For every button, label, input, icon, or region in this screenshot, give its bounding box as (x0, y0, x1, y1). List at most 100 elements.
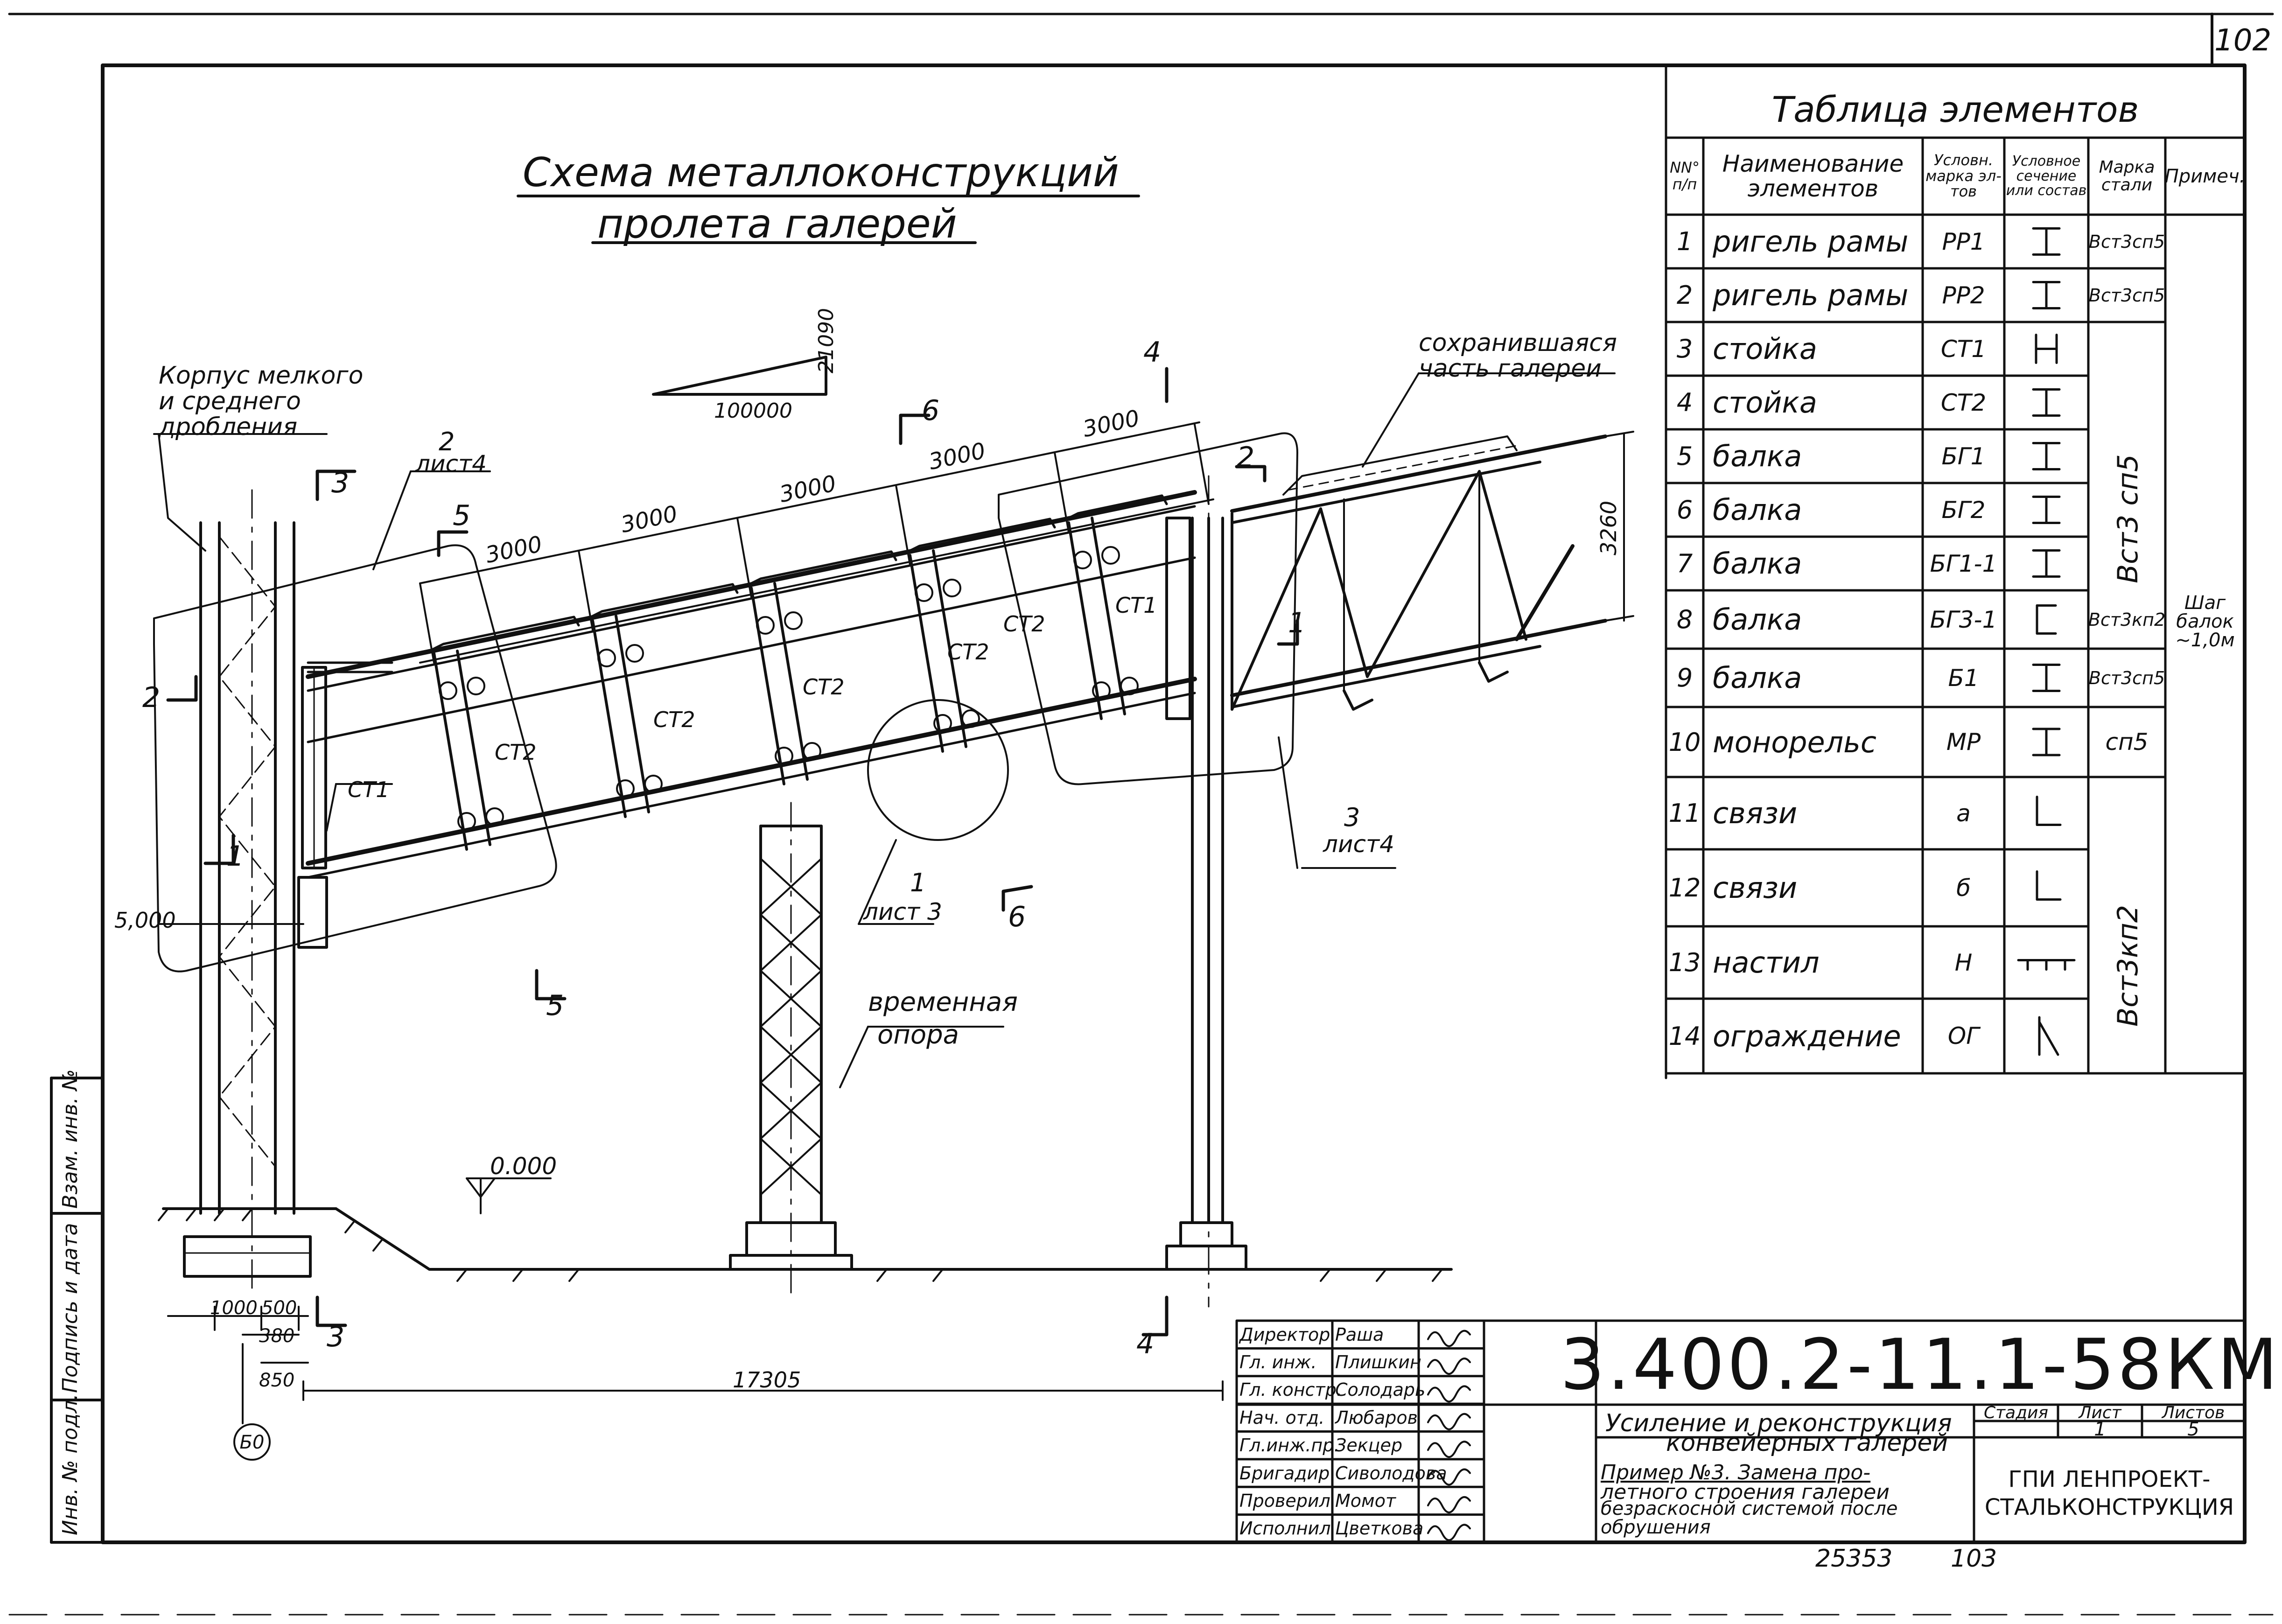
table-row-name: балка (1713, 493, 1802, 527)
title-block-grid (1235, 1319, 2246, 1544)
section-glyph (2035, 334, 2058, 364)
section-3-bottom: 3 (327, 1321, 345, 1353)
steel-r2: Вст3сп5 (2088, 285, 2165, 306)
label-ct2-1: СТ2 (495, 740, 537, 765)
title-underlines (517, 195, 1140, 244)
deck-beams (307, 494, 1168, 673)
sheets-label: Листов (2162, 1403, 2225, 1422)
signature (1427, 1524, 1471, 1541)
table-row-mark: а (1956, 799, 1971, 827)
section-glyph (2032, 664, 2061, 692)
section-glyph (2032, 549, 2061, 578)
callout-2-number: 2 (439, 427, 455, 456)
table-row-number: 7 (1676, 549, 1693, 578)
table-row-mark: ОГ (1947, 1022, 1980, 1050)
title-block-name: Плишкин (1335, 1352, 1421, 1373)
stage-label: Стадия (1983, 1403, 2049, 1422)
dim-base-500: 500 (261, 1297, 297, 1319)
steel-r11-14: Вст3кп2 (2112, 905, 2144, 1027)
section-glyph (2038, 1016, 2059, 1056)
table-row-name: стойка (1713, 385, 1817, 420)
signature (1427, 1358, 1471, 1375)
table-row-mark: БГ2 (1941, 496, 1986, 524)
table-row-number: 11 (1668, 798, 1701, 828)
example-line4: обрушения (1601, 1517, 1711, 1538)
label-ct1-left: СТ1 (348, 777, 390, 802)
signature (1427, 1496, 1471, 1513)
table-row-mark: МР (1946, 728, 1981, 756)
project-line2: конвейерных галерей (1666, 1429, 1948, 1457)
table-row-number: 8 (1676, 605, 1693, 634)
drawing-title-line1: Схема металлоконструкций (523, 149, 1119, 196)
main-column (1151, 475, 1261, 1308)
title-block-role: Директор (1239, 1324, 1330, 1345)
section-glyph (2036, 604, 2057, 635)
section-glyph (2017, 959, 2076, 971)
signature (1427, 1413, 1471, 1430)
table-row-mark: СТ2 (1940, 389, 1987, 416)
table-row-name: монорельс (1713, 725, 1876, 759)
section-glyph (2036, 870, 2062, 901)
label-corpus-3: дробления (159, 413, 298, 441)
signature (1427, 1330, 1471, 1347)
table-row-mark: Н (1954, 949, 1973, 976)
title-block-role: Гл. инж. (1239, 1352, 1317, 1373)
title-block-role: Нач. отд. (1239, 1407, 1325, 1428)
sheet-frame (8, 13, 2274, 1616)
sheet-label: Лист (2079, 1403, 2121, 1422)
signature (1427, 1468, 1471, 1486)
example-line3: безраскосной системой после (1601, 1498, 1898, 1519)
elements-table-title: Таблица элементов (1771, 89, 2139, 130)
title-block-role: Проверил (1239, 1490, 1330, 1511)
label-ct2-3: СТ2 (803, 674, 845, 700)
title-block-name: Момот (1335, 1490, 1396, 1511)
title-block-name: Любаров (1335, 1407, 1418, 1428)
table-row-mark: Б1 (1948, 664, 1979, 692)
section-glyph (2032, 281, 2061, 309)
table-row-mark: РР1 (1942, 228, 1985, 255)
table-row-number: 13 (1668, 948, 1701, 977)
title-block-name: Солодарь (1335, 1379, 1426, 1400)
organization-line1: ГПИ ЛЕНПРОЕКТ- (2008, 1466, 2211, 1492)
section-6-top: 6 (922, 394, 940, 427)
section-glyph (2036, 796, 2062, 826)
steel-r8: Вст3кп2 (2088, 609, 2166, 630)
table-row-number: 10 (1668, 727, 1701, 757)
label-ct2-5: СТ2 (1003, 611, 1045, 637)
slope-rise: 21090 (814, 308, 838, 373)
label-preserved-2: часть галереи (1419, 355, 1602, 383)
title-block-name: Сиволодова (1335, 1463, 1447, 1484)
table-row-name: ограждение (1713, 1019, 1901, 1053)
elements-table-grid (1665, 64, 2246, 1079)
bolt-clusters (439, 546, 1139, 831)
label-corpus-2: и среднего (159, 387, 301, 415)
section-5-bottom: 5 (546, 989, 564, 1022)
section-markers (166, 367, 1299, 1337)
callout-2-sheet: лист4 (415, 450, 487, 477)
example-line1: Пример №3. Замена про- (1601, 1461, 1871, 1484)
leader-lines (153, 372, 1616, 1088)
table-row-name: ригель рамы (1713, 278, 1909, 312)
table-row-mark: РР2 (1942, 281, 1985, 309)
label-ct2-4: СТ2 (947, 639, 989, 665)
building-column (183, 489, 312, 1298)
steel-r10: сп5 (2105, 728, 2149, 756)
callout-3-sheet: лист4 (1323, 831, 1394, 858)
th-steel: Марка стали (2099, 157, 2155, 195)
table-row-name: балка (1713, 439, 1802, 473)
note-r8-2: балок (2176, 611, 2234, 632)
table-row-name: связи (1713, 796, 1798, 830)
steel-r9: Вст3сп5 (2088, 667, 2165, 688)
stamp-page: 103 (1951, 1545, 1997, 1573)
ground-line (158, 1207, 1453, 1282)
table-row-mark: БГ1-1 (1930, 550, 1997, 577)
dimension-lines (158, 421, 1634, 1461)
label-ct1-right: СТ1 (1115, 593, 1157, 618)
table-row-mark: БГ1 (1941, 442, 1986, 470)
signature (1427, 1385, 1471, 1403)
document-code: 3.400.2-11.1-58КМ (1560, 1324, 2281, 1406)
note-r8-3: ~1,0м (2175, 630, 2235, 651)
sheet-value: 1 (2094, 1418, 2106, 1440)
table-row-mark: БГ3-1 (1930, 606, 1997, 633)
margin-inv-sub: Инв. № подл. (58, 1393, 82, 1535)
